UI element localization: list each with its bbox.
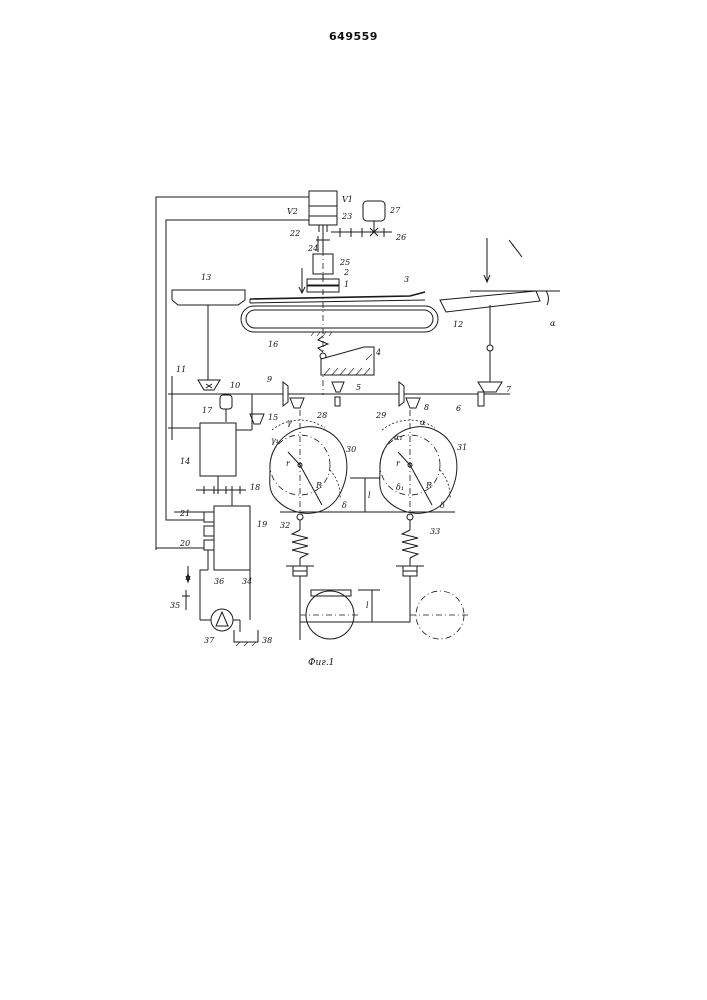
- plate-12: [440, 238, 560, 382]
- label-R-right: R: [425, 481, 432, 490]
- label-25: 25: [339, 258, 350, 267]
- label-delta1: δ₁: [396, 483, 404, 492]
- label-35: 35: [170, 601, 180, 610]
- distributor-19: [182, 494, 250, 620]
- label-l-cam: l: [368, 491, 371, 500]
- label-26: 26: [395, 233, 406, 242]
- label-27: 27: [389, 206, 401, 215]
- label-1: 1: [344, 280, 349, 289]
- label-36: 36: [214, 577, 224, 586]
- label-24: 24: [307, 244, 318, 253]
- label-19: 19: [257, 520, 267, 529]
- figure-caption: Фиг.1: [308, 658, 334, 668]
- cam-31: [380, 410, 457, 515]
- label-9: 9: [267, 375, 272, 384]
- label-23: 23: [341, 212, 352, 221]
- label-3: 3: [404, 275, 409, 284]
- label-alpha-cam: α: [420, 418, 426, 427]
- label-16: 16: [268, 340, 278, 349]
- label-5: 5: [356, 383, 361, 392]
- label-delta-right: δ: [440, 501, 445, 510]
- label-18: 18: [250, 483, 260, 492]
- label-34: 34: [242, 577, 252, 586]
- label-7: 7: [506, 385, 512, 394]
- label-10: 10: [230, 381, 240, 390]
- valve-block-22-23: [309, 191, 337, 252]
- label-13: 13: [201, 273, 211, 282]
- label-29: 29: [375, 411, 386, 420]
- cam-30: [270, 410, 347, 515]
- motor-27: [331, 201, 392, 237]
- label-22: 22: [289, 229, 300, 238]
- label-alpha1: α₁: [394, 433, 403, 442]
- label-20: 20: [179, 539, 190, 548]
- label-33: 33: [430, 527, 440, 536]
- label-37: 37: [204, 636, 215, 645]
- label-gamma1: γ₁: [271, 436, 279, 445]
- label-gamma: γ: [287, 418, 292, 427]
- workpieces: [300, 590, 470, 639]
- drive-shaft-24-25: [299, 236, 339, 294]
- label-28: 28: [316, 411, 327, 420]
- label-v2: V2: [287, 207, 298, 216]
- label-15: 15: [268, 413, 278, 422]
- label-4: 4: [375, 348, 381, 357]
- label-32: 32: [280, 521, 290, 530]
- label-R-left: R: [315, 481, 322, 490]
- label-21: 21: [179, 509, 190, 518]
- label-14: 14: [180, 457, 190, 466]
- label-v1: V1: [342, 195, 353, 204]
- label-17: 17: [202, 406, 213, 415]
- label-alpha: α: [550, 319, 556, 328]
- label-2: 2: [343, 268, 349, 277]
- label-11: 11: [176, 365, 186, 374]
- label-l-dim: l: [366, 601, 369, 610]
- cam-block-4: [321, 347, 374, 375]
- label-30: 30: [346, 445, 356, 454]
- label-38: 38: [262, 636, 272, 645]
- label-31: 31: [457, 443, 467, 452]
- label-delta-left: δ: [342, 501, 347, 510]
- label-12: 12: [453, 320, 463, 329]
- label-6: 6: [456, 404, 461, 413]
- label-8: 8: [424, 403, 429, 412]
- table-and-belt: [241, 292, 438, 332]
